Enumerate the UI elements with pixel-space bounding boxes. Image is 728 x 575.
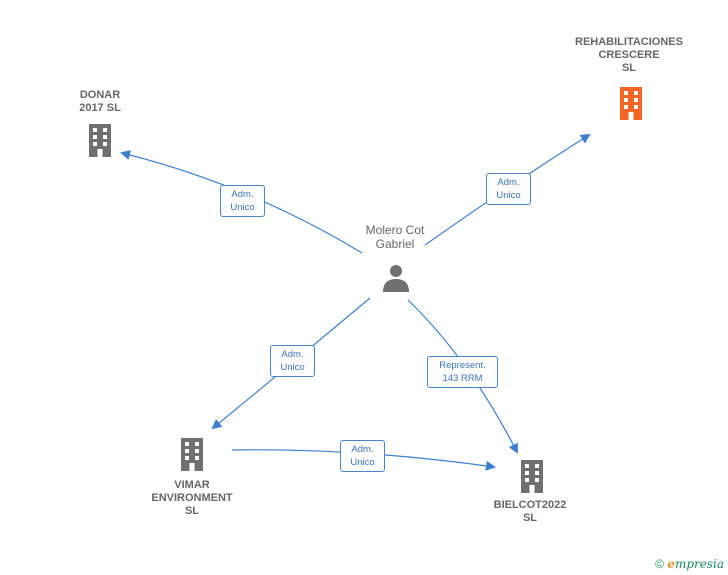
edge-label-to-bielcot: Represent. 143 RRM [427, 356, 498, 388]
person-name[interactable]: Molero Cot Gabriel [365, 223, 425, 251]
edge-label-vimar-to-bielcot: Adm. Unico [340, 440, 385, 472]
building-icon[interactable] [86, 123, 114, 157]
person-icon[interactable] [381, 263, 411, 293]
brand-logo: empresia [667, 557, 724, 571]
building-icon-highlight[interactable] [617, 86, 645, 120]
building-icon[interactable] [518, 459, 546, 493]
company-rehab-name[interactable]: REHABILITACIONES CRESCERE SL [575, 36, 683, 74]
copyright-footer: © empresia [655, 557, 724, 571]
company-donar-name[interactable]: DONAR 2017 SL [79, 89, 121, 114]
copyright-symbol: © [655, 557, 664, 571]
edge-label-to-rehab: Adm. Unico [486, 173, 531, 205]
company-bielcot-name[interactable]: BIELCOT2022 SL [493, 499, 567, 524]
edge-label-to-vimar: Adm. Unico [270, 345, 315, 377]
building-icon[interactable] [178, 437, 206, 471]
company-vimar-name[interactable]: VIMAR ENVIRONMENT SL [151, 479, 233, 517]
edge-label-to-donar: Adm. Unico [220, 185, 265, 217]
